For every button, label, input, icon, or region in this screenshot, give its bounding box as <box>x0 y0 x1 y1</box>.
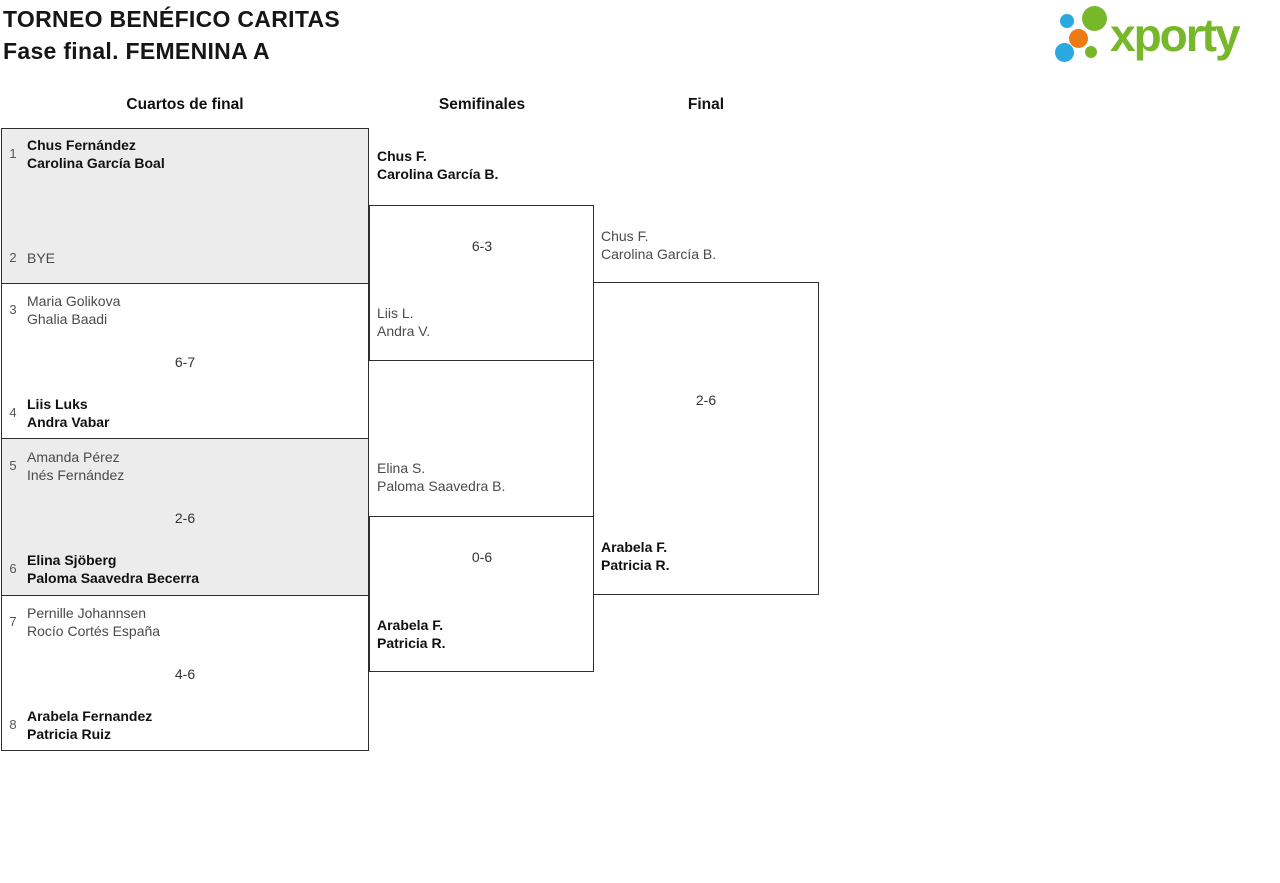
seed-qf2-top: 3 <box>9 302 17 317</box>
match-box-qf4 <box>1 595 369 751</box>
player-name: Patricia R. <box>601 557 670 573</box>
player-name: Patricia R. <box>377 635 446 651</box>
tournament-subtitle: Fase final. FEMENINA A <box>3 38 270 64</box>
player-name: Carolina García Boal <box>27 155 165 171</box>
round-header-semifinals: Semifinales <box>438 96 526 113</box>
player-name: Chus Fernández <box>27 137 136 153</box>
player-name: Amanda Pérez <box>27 449 120 465</box>
page-title-block: TORNEO BENÉFICO CARITAS Fase final. FEME… <box>3 3 340 67</box>
team-qf2-top: Maria Golikova Ghalia Baadi <box>27 292 120 328</box>
player-name: Chus F. <box>377 148 427 164</box>
score-qf3: 2-6 <box>174 510 196 526</box>
seed-qf2-bottom: 4 <box>9 405 17 420</box>
player-name: Liis L. <box>377 305 414 321</box>
tournament-title: TORNEO BENÉFICO CARITAS <box>3 6 341 32</box>
team-qf1-top: Chus Fernández Carolina García Boal <box>27 136 165 172</box>
team-final-bottom: Arabela F. Patricia R. <box>601 538 669 574</box>
player-name: Chus F. <box>601 228 649 244</box>
team-qf2-bottom: Liis Luks Andra Vabar <box>27 395 109 431</box>
round-header-final: Final <box>687 96 725 113</box>
player-name: Ghalia Baadi <box>27 311 108 327</box>
player-name: Liis Luks <box>27 396 88 412</box>
logo-dot-blue-large-icon <box>1055 43 1074 62</box>
player-name: Andra Vabar <box>27 414 110 430</box>
match-box-final <box>593 282 819 595</box>
player-name: Inés Fernández <box>27 467 125 483</box>
round-header-quarterfinals: Cuartos de final <box>126 96 244 113</box>
logo-dot-green-large-icon <box>1082 6 1107 31</box>
player-name: Arabela F. <box>601 539 668 555</box>
team-qf4-top: Pernille Johannsen Rocío Cortés España <box>27 604 160 640</box>
xporty-logo: xporty <box>1050 0 1280 72</box>
logo-wordmark: xporty <box>1110 9 1241 61</box>
player-name: Patricia Ruiz <box>27 726 112 742</box>
score-final: 2-6 <box>695 392 717 408</box>
player-name: Andra V. <box>377 323 431 339</box>
seed-qf4-bottom: 8 <box>9 717 17 732</box>
player-name: Carolina García B. <box>601 246 717 262</box>
logo-dot-orange-icon <box>1069 29 1088 48</box>
seed-qf3-top: 5 <box>9 458 17 473</box>
team-qf4-bottom: Arabela Fernandez Patricia Ruiz <box>27 707 152 743</box>
team-qf3-bottom: Elina Sjöberg Paloma Saavedra Becerra <box>27 551 199 587</box>
match-box-qf1 <box>1 128 369 284</box>
logo-dot-green-small-icon <box>1085 46 1097 58</box>
player-name: Paloma Saavedra Becerra <box>27 570 199 586</box>
score-qf4: 4-6 <box>174 666 196 682</box>
player-name: Elina S. <box>377 460 426 476</box>
player-name: Rocío Cortés España <box>27 623 161 639</box>
seed-qf1-bottom: 2 <box>9 250 17 265</box>
seed-qf1-top: 1 <box>9 146 17 161</box>
logo-dot-blue-small-icon <box>1060 14 1074 28</box>
team-sf2-bottom: Arabela F. Patricia R. <box>377 616 445 652</box>
team-sf2-top: Elina S. Paloma Saavedra B. <box>377 459 505 495</box>
team-qf3-top: Amanda Pérez Inés Fernández <box>27 448 124 484</box>
team-qf1-bottom: BYE <box>27 249 55 267</box>
player-name: Pernille Johannsen <box>27 605 147 621</box>
team-sf1-top: Chus F. Carolina García B. <box>377 147 498 183</box>
player-name: Elina Sjöberg <box>27 552 117 568</box>
seed-qf4-top: 7 <box>9 614 17 629</box>
score-sf1: 6-3 <box>471 238 493 254</box>
seed-qf3-bottom: 6 <box>9 561 17 576</box>
player-name: Maria Golikova <box>27 293 121 309</box>
player-name: Paloma Saavedra B. <box>377 478 506 494</box>
player-name: Arabela Fernandez <box>27 708 153 724</box>
score-qf2: 6-7 <box>174 354 196 370</box>
player-name: Carolina García B. <box>377 166 499 182</box>
player-name: Arabela F. <box>377 617 444 633</box>
match-box-qf3 <box>1 438 369 596</box>
player-name: BYE <box>27 250 56 266</box>
team-sf1-bottom: Liis L. Andra V. <box>377 304 430 340</box>
score-sf2: 0-6 <box>471 549 493 565</box>
team-final-top: Chus F. Carolina García B. <box>601 227 716 263</box>
